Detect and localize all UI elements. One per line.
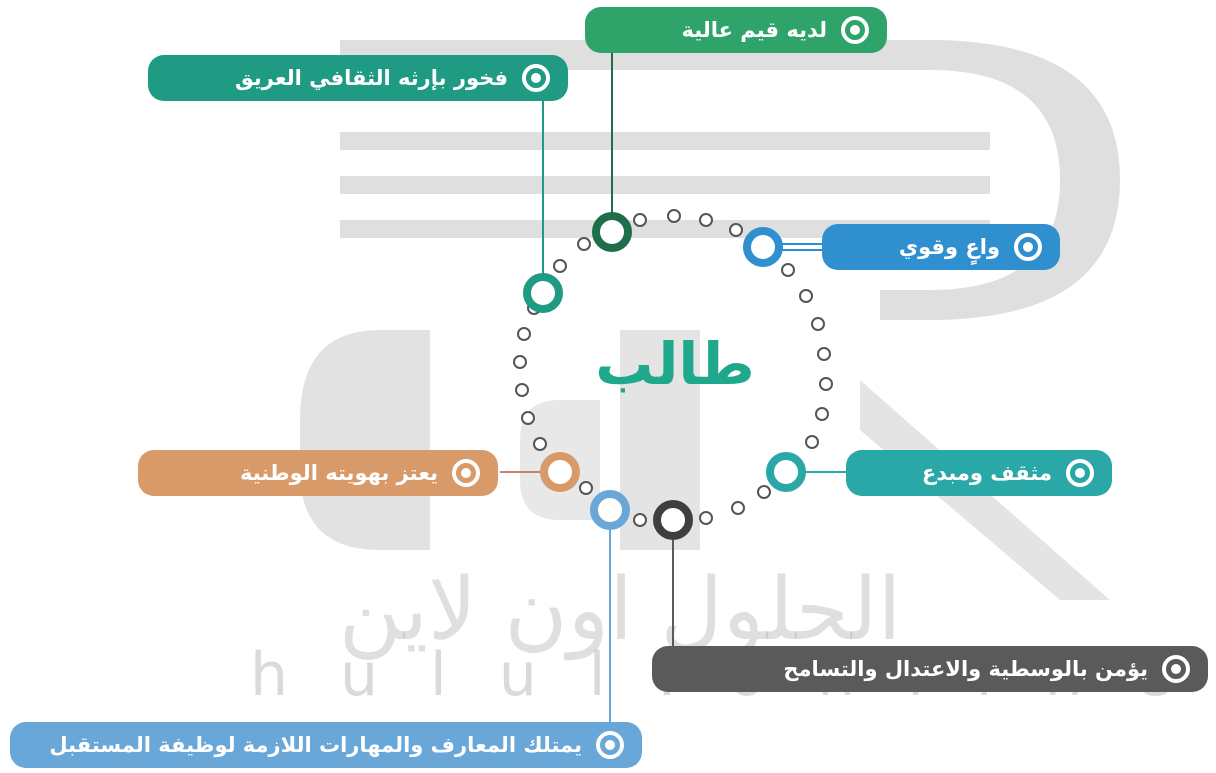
label-values-text: لديه قيم عالية	[681, 18, 827, 42]
label-aware: واعٍ وقوي	[822, 224, 1060, 270]
label-identity-text: يعتز بهويته الوطنية	[239, 461, 438, 485]
label-heritage-text: فخور بإرثه الثقافي العريق	[234, 66, 508, 90]
label-heritage: فخور بإرثه الثقافي العريق	[148, 55, 568, 101]
target-icon	[452, 459, 480, 487]
label-cultured-text: مثقف ومبدع	[921, 461, 1052, 485]
label-aware-text: واعٍ وقوي	[898, 235, 1000, 259]
label-values: لديه قيم عالية	[585, 7, 887, 53]
watermark-arabic: الحلول اون لاين	[338, 560, 902, 660]
node-moderate	[653, 500, 693, 540]
label-skills: يمتلك المعارف والمهارات اللازمة لوظيفة ا…	[10, 722, 642, 768]
center-word: طالب	[595, 330, 755, 398]
node-aware	[743, 227, 783, 267]
node-heritage	[523, 273, 563, 313]
label-identity: يعتز بهويته الوطنية	[138, 450, 498, 496]
target-icon	[841, 16, 869, 44]
node-values	[592, 212, 632, 252]
label-moderate: يؤمن بالوسطية والاعتدال والتسامح	[652, 646, 1208, 692]
target-icon	[1066, 459, 1094, 487]
node-cultured	[766, 452, 806, 492]
target-icon	[1014, 233, 1042, 261]
label-cultured: مثقف ومبدع	[846, 450, 1112, 496]
label-moderate-text: يؤمن بالوسطية والاعتدال والتسامح	[783, 657, 1148, 681]
target-icon	[522, 64, 550, 92]
node-skills	[590, 490, 630, 530]
target-icon	[596, 731, 624, 759]
label-skills-text: يمتلك المعارف والمهارات اللازمة لوظيفة ا…	[49, 733, 582, 757]
node-identity	[540, 452, 580, 492]
target-icon	[1162, 655, 1190, 683]
